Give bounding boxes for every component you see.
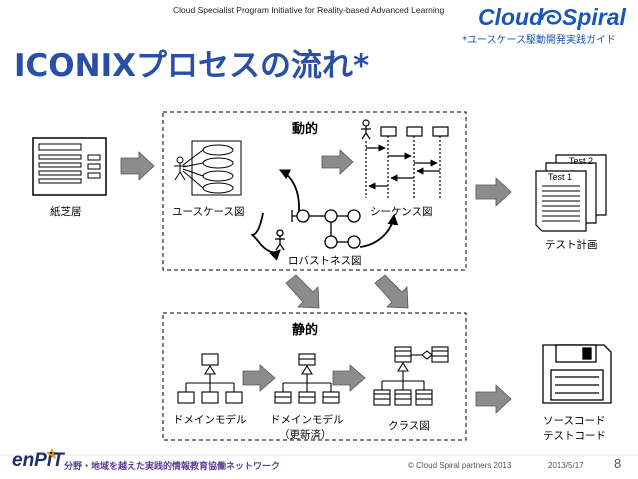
arrow-updated-to-class (332, 364, 366, 392)
logo-swirl-icon (540, 9, 562, 25)
domain-model-updated-label: ドメインモデル (270, 414, 344, 426)
iteration-arrows (251, 169, 399, 261)
dynamic-label: 動的 (292, 122, 319, 137)
class-diagram-label: クラス図 (388, 420, 430, 432)
arrow-to-source-code (475, 384, 512, 414)
source-code-label: ソースコード (543, 415, 606, 427)
arrow-usecase-to-robustness (251, 212, 281, 261)
arrow-robustness-to-sequence (359, 213, 399, 248)
static-box (162, 312, 467, 441)
footer-bar (0, 455, 638, 479)
robustness-label: ロバストネス図 (288, 255, 362, 267)
arrow-robustness-to-usecase (279, 169, 300, 213)
storyboard-icon (32, 137, 107, 196)
logo-cloud-text: Cloud (478, 4, 544, 30)
dynamic-box (162, 111, 467, 271)
footer-date: 2013/5/17 (548, 461, 584, 470)
footer-network: 分野・地域を越えた実践的情報教育協働ネットワーク (64, 462, 281, 472)
static-label: 静的 (292, 323, 319, 338)
test-plan-label: テスト計画 (545, 239, 598, 251)
domain-model-updated-icon (274, 353, 340, 404)
test2-label: Test 2 (569, 156, 594, 166)
page-number: 8 (614, 456, 622, 471)
arrow-domain-to-updated (242, 364, 276, 392)
page-title: ICONIXプロセスの流れ* (14, 48, 370, 84)
storyboard-label: 紙芝居 (50, 206, 82, 218)
domain-model-updated-suffix: （更新済） (279, 429, 332, 441)
flow-arrows (120, 149, 512, 414)
arrow-storyboard-to-usecase (120, 151, 155, 181)
enpit-logo: enPiT (12, 450, 64, 471)
class-diagram-icon (373, 346, 449, 406)
enpit-star-icon (46, 448, 58, 459)
sequence-label: シーケンス図 (370, 206, 433, 218)
sequence-diagram-icon (361, 119, 449, 198)
arrow-to-test-plan (475, 177, 512, 207)
usecase-diagram-icon (174, 140, 242, 196)
header-tagline: Cloud Specialist Program Initiative for … (173, 5, 445, 15)
test-code-label: テストコード (543, 430, 606, 442)
arrow-robustness-down (285, 274, 320, 309)
source-code-floppy-icon (542, 344, 612, 404)
test1-label: Test 1 (548, 172, 573, 182)
arrow-usecase-to-sequence (321, 149, 354, 175)
robustness-diagram-icon (275, 209, 361, 251)
domain-model-label: ドメインモデル (173, 414, 247, 426)
subtitle: *ユースケース駆動開発実践ガイド (462, 35, 616, 46)
domain-model-icon (177, 353, 243, 404)
arrow-sequence-down (374, 274, 409, 309)
usecase-label: ユースケース図 (172, 206, 245, 218)
test-plan-icon (535, 154, 607, 232)
footer-copyright: © Cloud Spiral partners 2013 (408, 461, 512, 470)
logo-spiral-text: Spiral (562, 4, 626, 30)
